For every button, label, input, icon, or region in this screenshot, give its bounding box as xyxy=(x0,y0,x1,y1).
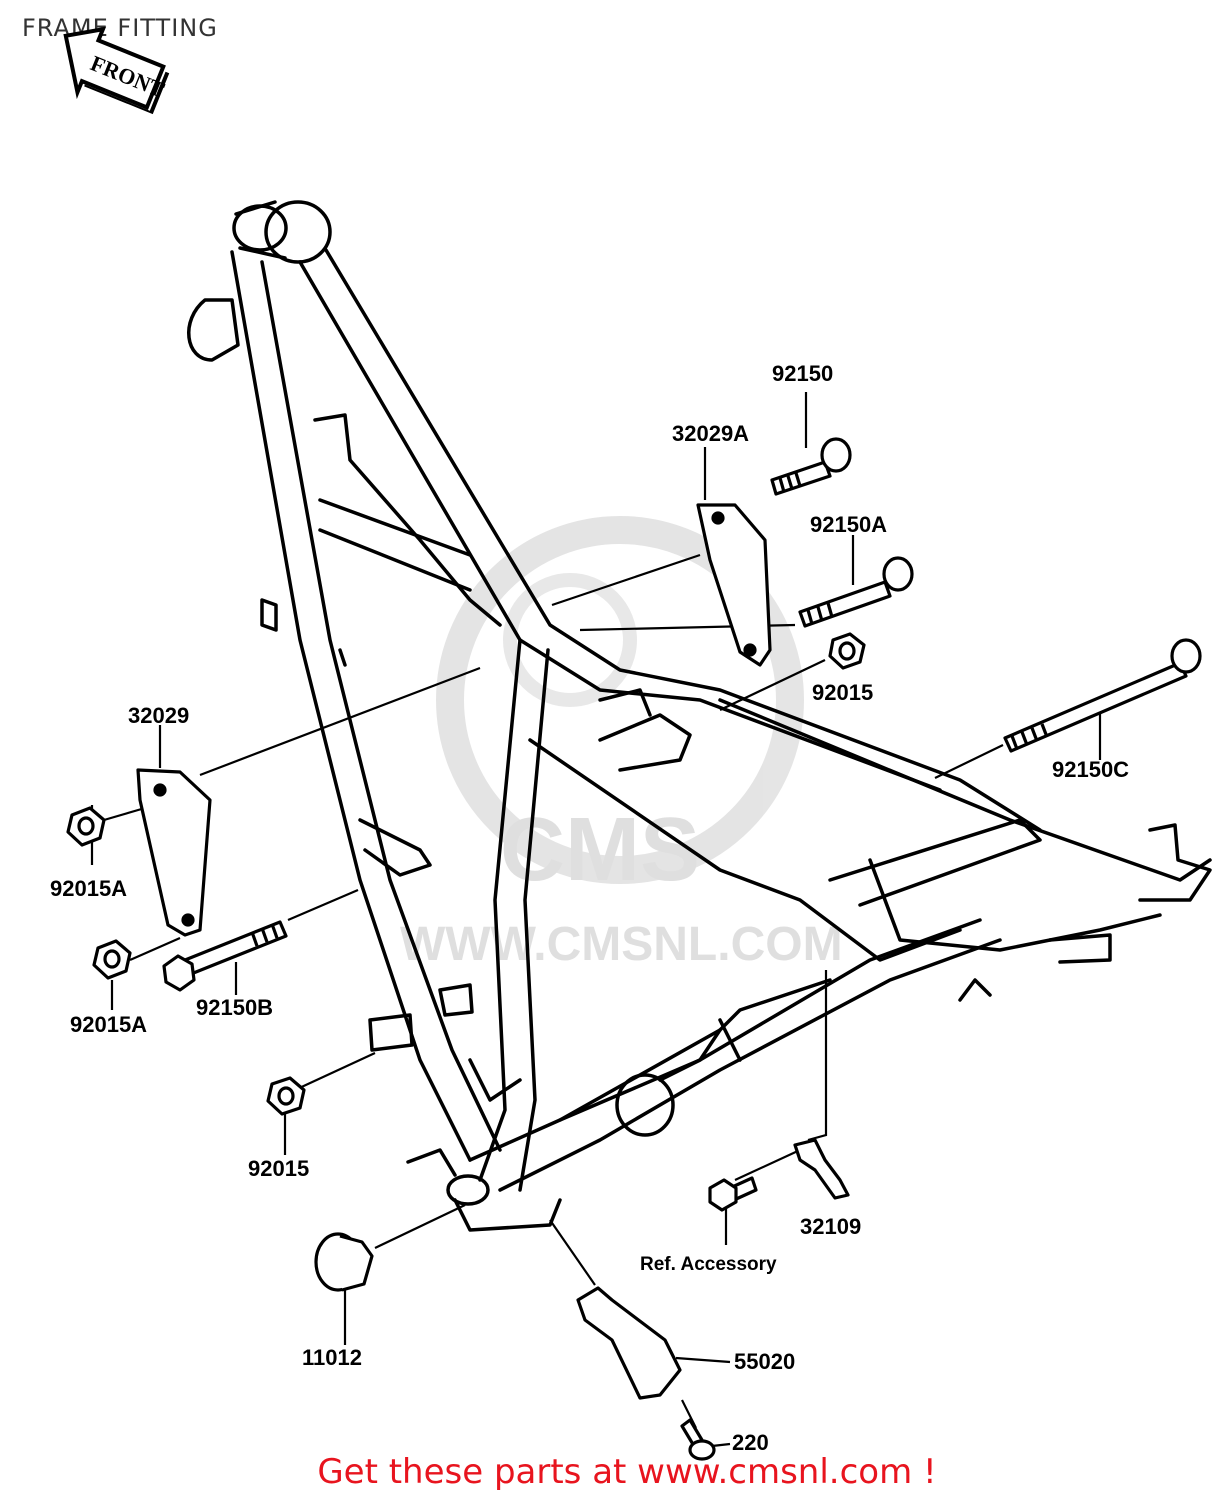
ref-accessory-note: Ref. Accessory xyxy=(640,1254,777,1275)
label-92015-left: 92015 xyxy=(248,1156,309,1181)
parts xyxy=(66,437,1202,1461)
cap-11012 xyxy=(314,1232,374,1292)
label-92015A-lower: 92015A xyxy=(70,1012,147,1037)
label-55020: 55020 xyxy=(734,1349,795,1374)
bolt-ref-accessory xyxy=(708,1176,758,1212)
label-32109: 32109 xyxy=(800,1214,861,1239)
label-32029: 32029 xyxy=(128,703,189,728)
bracket-32029A xyxy=(696,503,772,667)
bolt-92150B xyxy=(162,920,288,992)
footer-link[interactable]: Get these parts at www.cmsnl.com ! xyxy=(0,1452,1224,1492)
watermark: CMS WWW.CMSNL.COM xyxy=(400,516,843,971)
nut-92015-left xyxy=(266,1076,306,1116)
label-92015A-upper: 92015A xyxy=(50,876,127,901)
label-92150C: 92150C xyxy=(1052,757,1129,782)
label-32029A: 32029A xyxy=(672,421,749,446)
bracket-32109 xyxy=(793,1138,850,1200)
bolt-220 xyxy=(680,1418,716,1461)
motorcycle-frame xyxy=(187,200,1212,1232)
label-11012: 11012 xyxy=(302,1345,362,1370)
watermark-url: WWW.CMSNL.COM xyxy=(400,918,843,971)
front-arrow: FRONT xyxy=(63,26,170,115)
guard-55020 xyxy=(576,1286,682,1400)
bolt-92150A xyxy=(798,556,914,628)
label-92150A: 92150A xyxy=(810,512,887,537)
part-labels: 92150 32029A 92150A 92015 92150C 32029 9… xyxy=(50,361,1129,1455)
bolt-92150C xyxy=(1003,638,1202,753)
label-92015-right: 92015 xyxy=(812,680,873,705)
page-title: FRAME FITTING xyxy=(22,14,218,42)
nut-92015A-lower xyxy=(92,939,132,980)
label-92150: 92150 xyxy=(772,361,833,386)
footer-text: Get these parts at www.cmsnl.com ! xyxy=(317,1452,937,1492)
label-92150B: 92150B xyxy=(196,995,273,1020)
nut-92015-right xyxy=(828,632,866,670)
label-220: 220 xyxy=(732,1430,769,1455)
bracket-32029 xyxy=(136,768,212,937)
bolt-92150 xyxy=(770,437,852,496)
nut-92015A-upper xyxy=(66,806,106,847)
